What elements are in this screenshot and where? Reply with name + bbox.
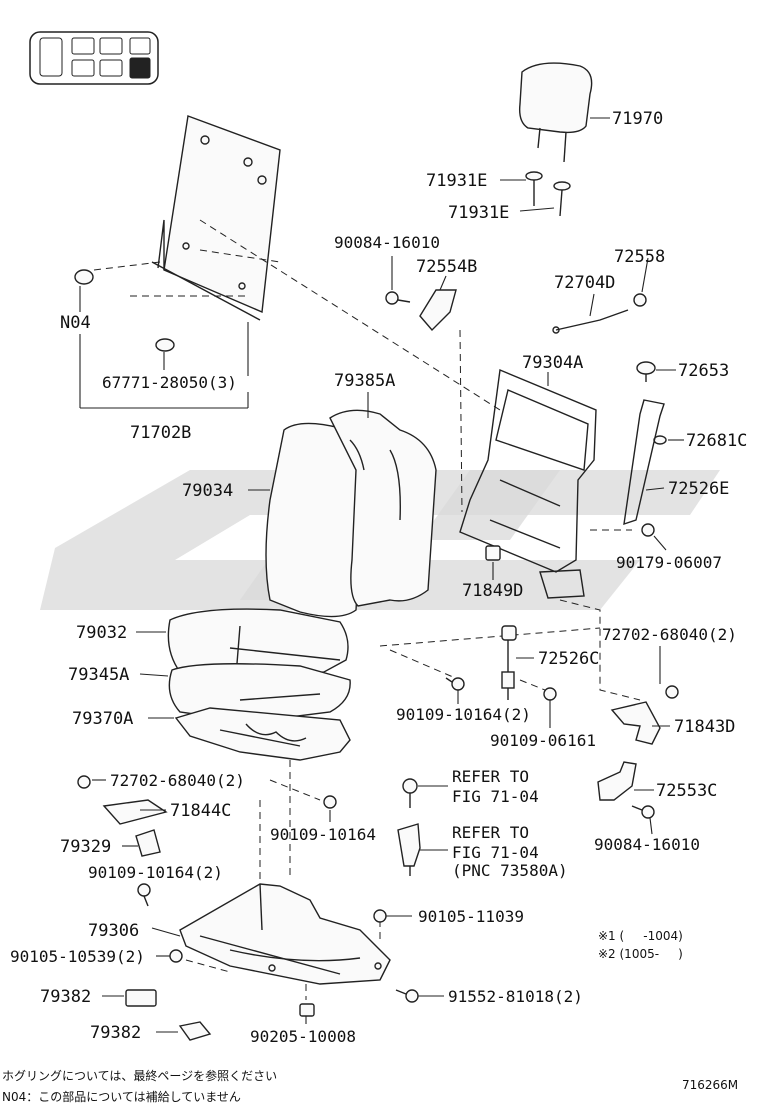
label-90205-10008: 90205-10008 (250, 1027, 356, 1046)
label-79382-a: 79382 (40, 987, 91, 1007)
label-72704d: 72704D (554, 273, 615, 293)
label-72702-68040-left: 72702-68040(2) (110, 771, 245, 790)
label-90109-10164: 90109-10164 (270, 825, 376, 844)
label-90105-10539: 90105-10539(2) (10, 947, 145, 966)
footnote-jp-n04: N04：この部品については補給していません (2, 1089, 241, 1104)
bolt-90109-left-part (137, 883, 151, 907)
bolt-90109-mid-part (445, 677, 465, 691)
belt-buckle-72526c-part (501, 625, 517, 700)
label-71843d: 71843D (674, 717, 735, 737)
label-79382-b: 79382 (90, 1023, 141, 1043)
headrest-part (518, 62, 593, 163)
label-90084-16010-top: 90084-16010 (334, 233, 440, 252)
label-72702-68040-right: 72702-68040(2) (602, 625, 737, 644)
bolt-90179-part (641, 523, 655, 537)
label-refer2-line1: REFER TO (452, 823, 529, 842)
bracket-71843d-part (610, 701, 661, 745)
bolt-72558-part (633, 293, 647, 307)
label-90084-16010-bot: 90084-16010 (594, 835, 700, 854)
label-79306: 79306 (88, 921, 139, 941)
seat-cushion-part (167, 608, 349, 681)
label-72681c: 72681C (686, 431, 747, 451)
label-79034: 79034 (182, 481, 233, 501)
label-72526c: 72526C (538, 649, 599, 669)
label-71844c: 71844C (170, 801, 231, 821)
label-90105-11039: 90105-11039 (418, 907, 524, 926)
bolt-72702-right-part (665, 685, 679, 699)
bracket-72553c-part (597, 761, 637, 801)
cap-79382-a-part (125, 989, 157, 1007)
belt-anchor-part (623, 361, 667, 526)
bolt-90109-06161-part (543, 687, 557, 701)
bolt-90084-part (385, 291, 411, 305)
label-91552-81018: 91552-81018(2) (448, 987, 583, 1006)
footnote-2: ※2 (1005- ) (598, 947, 683, 961)
label-n04: N04 (60, 313, 91, 333)
cover-79329-part (135, 829, 161, 857)
label-67771-28050: 67771-28050(3) (102, 373, 237, 392)
label-90109-10164-2-mid: 90109-10164(2) (396, 705, 531, 724)
footnote-jp-hogring: ホグリングについては、最終ページを参照ください (2, 1068, 277, 1083)
washer-90205-part (299, 1003, 315, 1017)
n04-clip-part (74, 269, 94, 285)
seatback-frame-part (459, 369, 597, 599)
refer-bolt-part (402, 778, 418, 808)
label-79345a: 79345A (68, 665, 129, 685)
label-71970: 71970 (612, 109, 663, 129)
bolt-72702-left-part (77, 775, 91, 789)
bracket-71849d-part (485, 545, 501, 561)
label-72653: 72653 (678, 361, 729, 381)
bracket-71844c-part (102, 799, 168, 825)
label-refer1-line2: FIG 71-04 (452, 787, 539, 806)
bolt-90105-11039-part (373, 909, 387, 923)
label-71702b: 71702B (130, 423, 191, 443)
headrest-support-part (525, 171, 571, 217)
bolt-91552-part (395, 989, 419, 1003)
seat-cushion-pad-part (168, 663, 351, 723)
label-72554b: 72554B (416, 257, 477, 277)
label-refer1-line1: REFER TO (452, 767, 529, 786)
label-refer2-line3: (PNC 73580A) (452, 861, 568, 880)
seatback-cushion-part (265, 409, 437, 618)
label-79032: 79032 (76, 623, 127, 643)
hog-ring-clip-part (155, 338, 175, 352)
label-71931e-a: 71931E (426, 171, 487, 191)
label-72553c: 72553C (656, 781, 717, 801)
lower-frame-part (179, 883, 391, 985)
footnote-1: ※1 ( -1004) (598, 929, 683, 943)
label-90109-06161: 90109-06161 (490, 731, 596, 750)
vehicle-seat-locator-icon (29, 31, 159, 85)
bolt-90105-10539-part (169, 949, 183, 963)
label-79329: 79329 (60, 837, 111, 857)
bolt-90084-bot-part (631, 805, 655, 819)
cap-79382-b-part (178, 1021, 212, 1041)
seatback-board-part (151, 115, 281, 321)
release-cable-part (552, 309, 629, 334)
label-79304a: 79304A (522, 353, 583, 373)
label-71931e-b: 71931E (448, 203, 509, 223)
label-refer2-line2: FIG 71-04 (452, 843, 539, 862)
label-79385a: 79385A (334, 371, 395, 391)
label-72558: 72558 (614, 247, 665, 267)
refer-buckle-part (397, 823, 421, 876)
bracket-72554b-part (419, 289, 457, 332)
label-90179-06007: 90179-06007 (616, 553, 722, 572)
bolt-90109-center-part (323, 795, 337, 809)
label-79370a: 79370A (72, 709, 133, 729)
label-71849d: 71849D (462, 581, 523, 601)
label-90109-10164-2-left: 90109-10164(2) (88, 863, 223, 882)
cushion-frame-part (174, 707, 351, 761)
figure-code: 716266M (682, 1078, 738, 1092)
label-72526e: 72526E (668, 479, 729, 499)
